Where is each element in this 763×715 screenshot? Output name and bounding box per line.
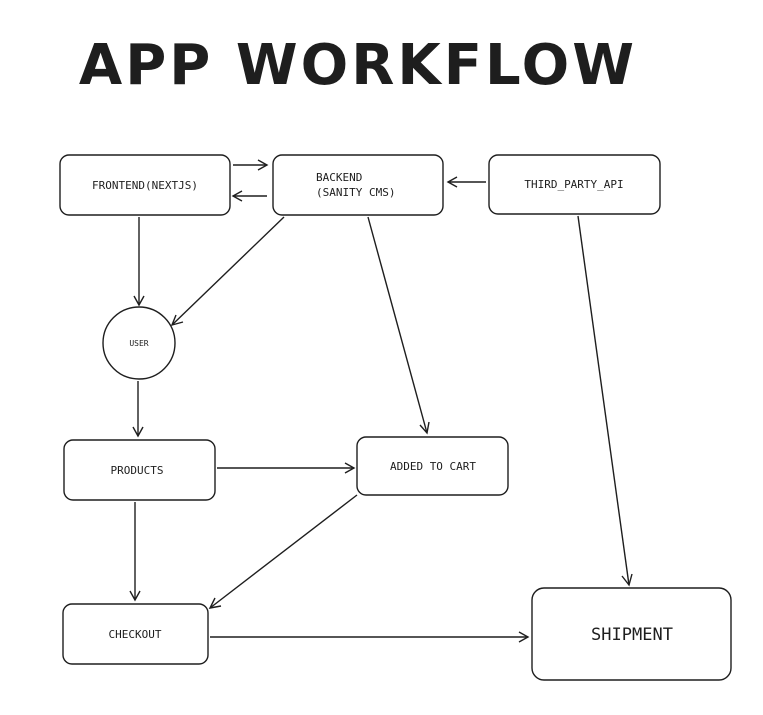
edge-backend-to-added-to-cart [367,216,430,435]
node-frontend-box [59,154,231,216]
node-added-to-cart[interactable]: ADDED TO CART [356,436,509,496]
node-products-label: PRODUCTS [111,464,164,477]
node-backend-label-line1: BACKEND [316,171,362,184]
edge-checkout-to-shipment [210,631,530,643]
node-products[interactable]: PRODUCTS [63,439,216,501]
node-shipment-label: SHIPMENT [591,625,673,645]
node-products-box [63,439,216,501]
node-backend-label-line2: (SANITY CMS) [316,186,395,199]
node-third-party-api-label: THIRD_PARTY_API [524,178,623,191]
diagram-title: APP WORKFLOW [79,33,637,98]
node-checkout[interactable]: CHECKOUT [62,603,209,665]
edge-products-to-added-to-cart [217,462,356,474]
node-checkout-label: CHECKOUT [109,628,162,641]
node-frontend[interactable]: FRONTEND(NEXTJS) [59,154,231,216]
node-backend-box [272,154,444,216]
edge-user-to-products [132,381,144,438]
edge-frontend-to-user [133,217,145,307]
edge-third-party-api-to-shipment [577,215,633,587]
node-shipment-box [531,587,732,681]
node-user[interactable]: USER [102,306,176,380]
edge-third-party-api-to-backend [446,176,486,188]
node-frontend-label: FRONTEND(NEXTJS) [92,179,198,192]
edge-backend-to-frontend [231,190,267,202]
node-added-to-cart-label: ADDED TO CART [390,460,476,473]
node-backend[interactable]: BACKEND (SANITY CMS) [272,154,444,216]
edge-backend-to-user [170,216,285,327]
node-checkout-box [62,603,209,665]
node-third-party-api[interactable]: THIRD_PARTY_API [488,154,661,215]
node-user-label: USER [129,339,148,348]
node-shipment[interactable]: SHIPMENT [531,587,732,681]
edge-frontend-to-backend [233,159,269,171]
node-added-to-cart-box [356,436,509,496]
node-third-party-api-box [488,154,661,215]
edge-added-to-cart-to-checkout [208,494,358,609]
node-user-circle [102,306,176,380]
edge-products-to-checkout [129,502,141,602]
